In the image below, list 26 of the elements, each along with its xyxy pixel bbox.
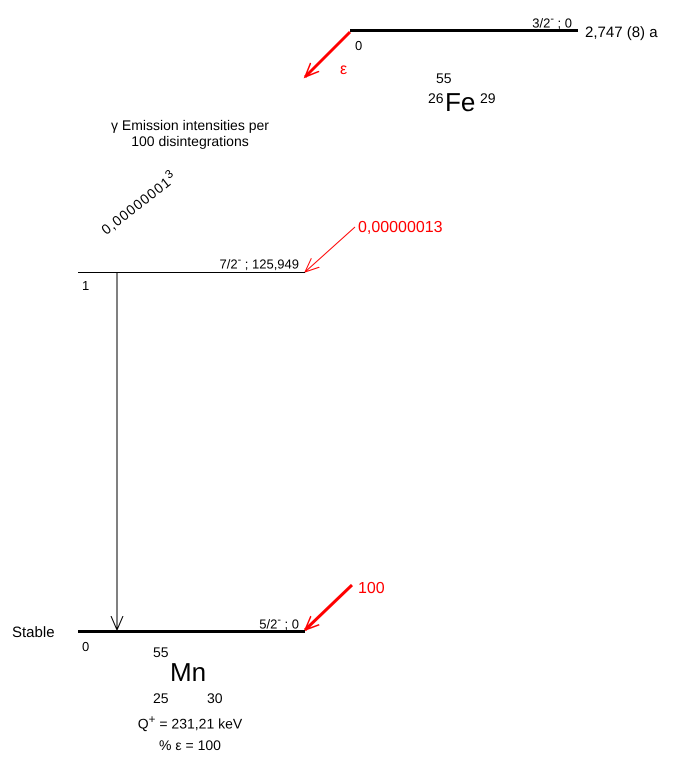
level-spin-energy: 5/2$^{-}$ ; 0 [259,613,299,632]
level-index: 0 [355,38,362,54]
level-spin-energy: 7/2$^{-}$ ; 125,949 [219,253,299,272]
mass-number: 55 [153,644,169,660]
arrow [304,30,352,78]
arrow [304,584,354,632]
atomic-number: 26 [428,90,444,106]
element-symbol: Fe [445,88,476,116]
atomic-number: 25 [153,690,169,706]
half-life: 2,747 (8) a [585,25,658,41]
decay-percentage: % ε = 100 [158,737,222,753]
neutron-number: 30 [207,690,223,706]
neutron-number: 29 [480,90,496,106]
arrow [110,272,124,630]
level-spin-energy: 3/2$^{-}$ ; 0 [532,12,572,32]
stability-note: Stable [12,625,55,641]
arrow [304,226,356,272]
element-symbol: Mn [170,658,206,686]
intensity-note: γ Emission intensities per 100 disintegrations [110,117,270,149]
edge-label: ε [340,62,348,78]
level-index: 0 [82,639,90,655]
q-value: Q$^{+}$ = 231,21 keV [136,712,244,732]
level-index: 1 [82,278,90,294]
mass-number: 55 [436,70,452,86]
edge-label: 0,00000013 [358,220,443,236]
edge-label: 100 [358,581,385,597]
